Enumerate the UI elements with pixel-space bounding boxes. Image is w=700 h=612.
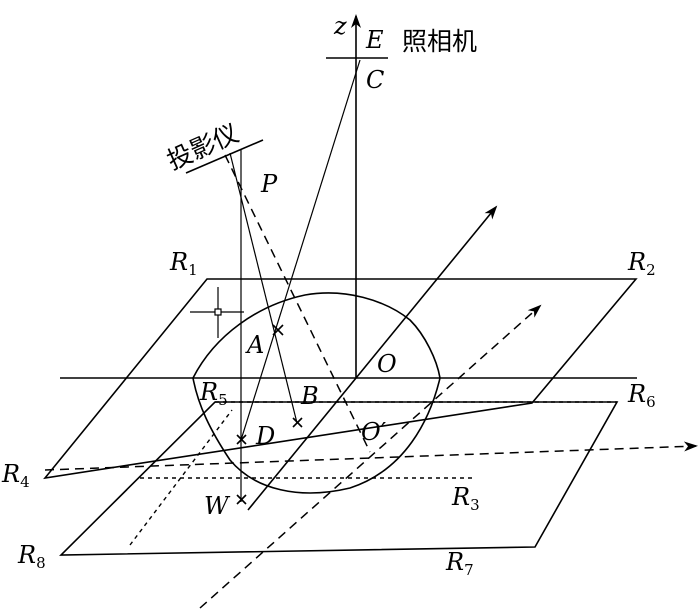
label-D: D — [255, 422, 275, 450]
label-camera: 照相机 — [402, 27, 477, 56]
label-R7: R7 — [445, 548, 474, 579]
label-R3: R3 — [451, 483, 480, 514]
label-projector: 投影仪 — [163, 118, 243, 175]
label-W: W — [204, 492, 231, 520]
label-O-prime: O′ — [361, 418, 387, 446]
inclined-axis-dashed — [199, 304, 542, 609]
projector-ray-to-B — [229, 152, 298, 424]
horizontal-axis-dashed — [44, 441, 698, 471]
projector-ray-dashed — [224, 154, 371, 453]
label-E: E — [365, 26, 384, 54]
label-O: O — [377, 350, 397, 378]
label-A: A — [245, 331, 264, 359]
label-P: P — [260, 170, 278, 198]
label-R8: R8 — [17, 541, 46, 572]
label-C: C — [366, 66, 384, 94]
label-R1: R1 — [169, 248, 198, 279]
label-z: z — [333, 12, 347, 40]
label-R6: R6 — [627, 380, 656, 411]
label-R5: R5 — [199, 378, 228, 409]
lower-plane — [59, 401, 619, 556]
point-marks — [236, 324, 303, 505]
camera-ray — [240, 59, 361, 441]
upper-plane — [43, 278, 638, 480]
label-R2: R2 — [627, 248, 656, 279]
inclined-axis-solid — [247, 205, 498, 511]
projector-plate — [185, 139, 264, 174]
crosshair-box — [214, 308, 222, 316]
label-R4: R4 — [1, 460, 30, 491]
label-B: B — [300, 382, 319, 410]
